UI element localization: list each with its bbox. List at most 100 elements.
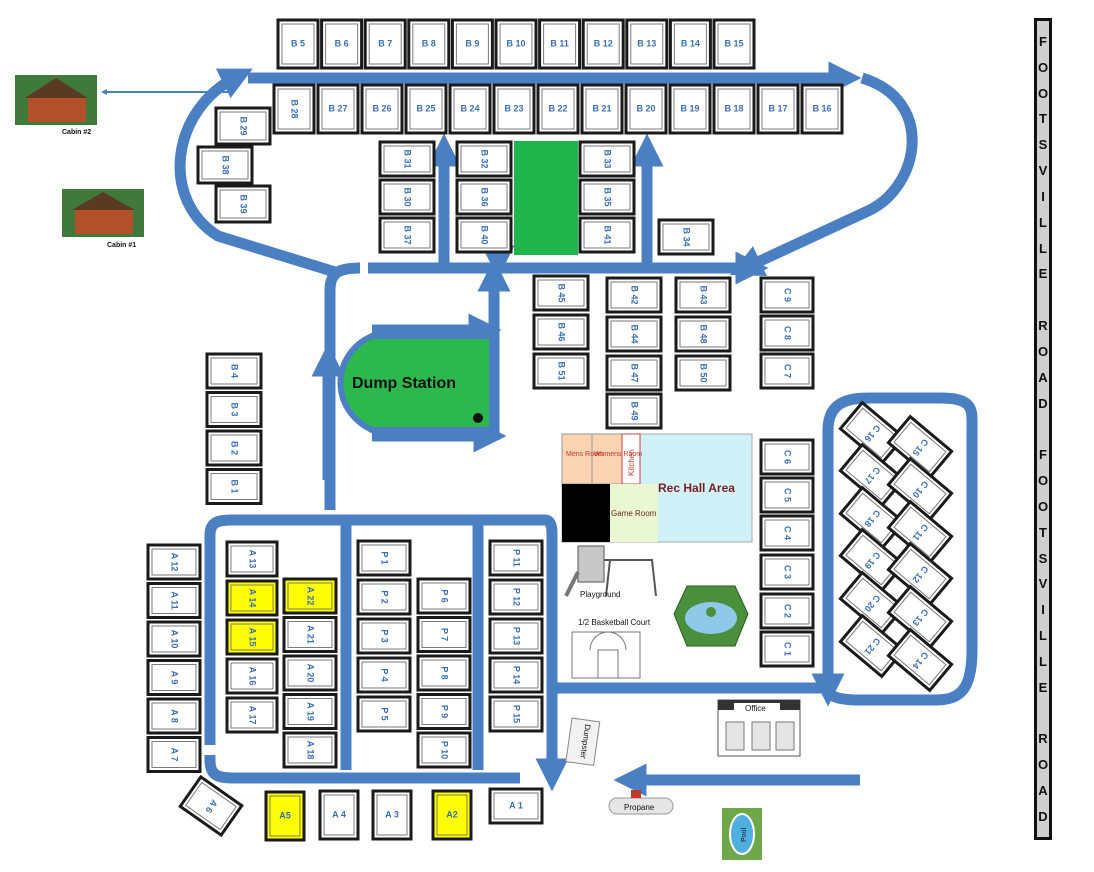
campsite-b48[interactable]: B 48 — [674, 315, 732, 353]
campsite-b1[interactable]: B 1 — [205, 468, 263, 505]
campsite-b42[interactable]: B 42 — [605, 276, 663, 314]
campsite-c3[interactable]: C 3 — [759, 553, 815, 591]
campsite-b27[interactable]: B 27 — [316, 83, 360, 135]
campsite-b38[interactable]: B 38 — [196, 145, 254, 185]
campsite-b40[interactable]: B 40 — [455, 216, 513, 254]
campsite-b14[interactable]: B 14 — [668, 18, 712, 70]
campsite-b29[interactable]: B 29 — [214, 106, 272, 146]
campsite-b30[interactable]: B 30 — [378, 178, 436, 216]
campsite-a2[interactable]: A2 — [431, 789, 473, 841]
campsite-p8[interactable]: P 8 — [416, 654, 472, 692]
campsite-b5[interactable]: B 5 — [276, 18, 320, 70]
campsite-a11[interactable]: A 11 — [146, 582, 202, 619]
campsite-a21[interactable]: A 21 — [282, 616, 338, 653]
campsite-b15[interactable]: B 15 — [712, 18, 756, 70]
campsite-a4[interactable]: A 4 — [318, 789, 360, 841]
campsite-a16[interactable]: A 16 — [225, 657, 279, 695]
campsite-a1[interactable]: A 1 — [488, 787, 544, 825]
campsite-a14[interactable]: A 14 — [225, 579, 279, 617]
campsite-b25[interactable]: B 25 — [404, 83, 448, 135]
campsite-b44[interactable]: B 44 — [605, 315, 663, 353]
campsite-a9[interactable]: A 9 — [146, 659, 202, 696]
campsite-c9[interactable]: C 9 — [759, 276, 815, 314]
campsite-p12[interactable]: P 12 — [488, 578, 544, 616]
campsite-p13[interactable]: P 13 — [488, 617, 544, 655]
campsite-p2[interactable]: P 2 — [356, 578, 412, 616]
campsite-p9[interactable]: P 9 — [416, 693, 472, 730]
campsite-c7[interactable]: C 7 — [759, 352, 815, 390]
campsite-b21[interactable]: B 21 — [580, 83, 624, 135]
campsite-a22[interactable]: A 22 — [282, 577, 338, 615]
campsite-b37[interactable]: B 37 — [378, 216, 436, 254]
campsite-b4[interactable]: B 4 — [205, 352, 263, 390]
campsite-b47[interactable]: B 47 — [605, 354, 663, 392]
campsite-c13[interactable]: C 13 — [886, 584, 954, 650]
campsite-a19[interactable]: A 19 — [282, 693, 338, 730]
campsite-b2[interactable]: B 2 — [205, 429, 263, 467]
campsite-c4[interactable]: C 4 — [759, 514, 815, 552]
campsite-b24[interactable]: B 24 — [448, 83, 492, 135]
campsite-a10[interactable]: A 10 — [146, 620, 202, 658]
campsite-p6[interactable]: P 6 — [416, 577, 472, 615]
campsite-c12[interactable]: C 12 — [886, 541, 954, 607]
campsite-b31[interactable]: B 31 — [378, 140, 436, 178]
campsite-a15[interactable]: A 15 — [225, 618, 279, 656]
campsite-c21[interactable]: C 21 — [838, 613, 906, 679]
campsite-b26[interactable]: B 26 — [360, 83, 404, 135]
campsite-p14[interactable]: P 14 — [488, 656, 544, 694]
campsite-b18[interactable]: B 18 — [712, 83, 756, 135]
campsite-p11[interactable]: P 11 — [488, 539, 544, 577]
campsite-b12[interactable]: B 12 — [581, 18, 625, 70]
campsite-b35[interactable]: B 35 — [578, 178, 636, 216]
campsite-b41[interactable]: B 41 — [578, 216, 636, 254]
campsite-b22[interactable]: B 22 — [536, 83, 580, 135]
campsite-a5[interactable]: A5 — [264, 790, 306, 842]
campsite-b39[interactable]: B 39 — [214, 184, 272, 224]
campsite-b50[interactable]: B 50 — [674, 354, 732, 392]
campsite-b28[interactable]: B 28 — [272, 83, 316, 135]
campsite-a6[interactable]: A 6 — [178, 774, 244, 838]
campsite-p3[interactable]: P 3 — [356, 617, 412, 655]
campsite-c6[interactable]: C 6 — [759, 438, 815, 476]
campsite-b32[interactable]: B 32 — [455, 140, 513, 178]
campsite-c1[interactable]: C 1 — [759, 630, 815, 668]
campsite-b34[interactable]: B 34 — [657, 218, 715, 256]
campsite-p5[interactable]: P 5 — [356, 695, 412, 733]
campsite-b36[interactable]: B 36 — [455, 178, 513, 216]
campsite-b13[interactable]: B 13 — [625, 18, 669, 70]
campsite-c19[interactable]: C 19 — [838, 527, 906, 593]
campsite-b10[interactable]: B 10 — [494, 18, 538, 70]
campsite-a8[interactable]: A 8 — [146, 697, 202, 735]
campsite-a13[interactable]: A 13 — [225, 540, 279, 578]
campsite-b19[interactable]: B 19 — [668, 83, 712, 135]
campsite-a20[interactable]: A 20 — [282, 654, 338, 692]
campsite-b43[interactable]: B 43 — [674, 276, 732, 314]
campsite-c14[interactable]: C 14 — [886, 627, 954, 693]
campsite-b33[interactable]: B 33 — [578, 140, 636, 178]
campsite-c2[interactable]: C 2 — [759, 592, 815, 630]
campsite-b7[interactable]: B 7 — [363, 18, 407, 70]
campsite-p4[interactable]: P 4 — [356, 656, 412, 694]
campsite-c15[interactable]: C 15 — [886, 414, 954, 480]
campsite-a18[interactable]: A 18 — [282, 731, 338, 769]
campsite-b6[interactable]: B 6 — [320, 18, 364, 70]
campsite-b16[interactable]: B 16 — [800, 83, 844, 135]
campsite-b23[interactable]: B 23 — [492, 83, 536, 135]
campsite-a17[interactable]: A 17 — [225, 696, 279, 734]
campsite-b45[interactable]: B 45 — [532, 274, 590, 312]
campsite-b17[interactable]: B 17 — [756, 83, 800, 135]
campsite-p7[interactable]: P 7 — [416, 616, 472, 653]
campsite-b46[interactable]: B 46 — [532, 313, 590, 351]
campsite-c8[interactable]: C 8 — [759, 314, 815, 352]
campsite-b3[interactable]: B 3 — [205, 391, 263, 428]
campsite-b20[interactable]: B 20 — [624, 83, 668, 135]
campsite-b8[interactable]: B 8 — [407, 18, 451, 70]
campsite-p15[interactable]: P 15 — [488, 695, 544, 733]
campsite-b11[interactable]: B 11 — [538, 18, 582, 70]
campsite-b51[interactable]: B 51 — [532, 352, 590, 390]
campsite-a3[interactable]: A 3 — [371, 789, 413, 841]
campsite-a7[interactable]: A 7 — [146, 736, 202, 773]
campsite-b49[interactable]: B 49 — [605, 392, 663, 430]
campsite-c16[interactable]: C 16 — [838, 400, 906, 466]
campsite-p1[interactable]: P 1 — [356, 539, 412, 577]
